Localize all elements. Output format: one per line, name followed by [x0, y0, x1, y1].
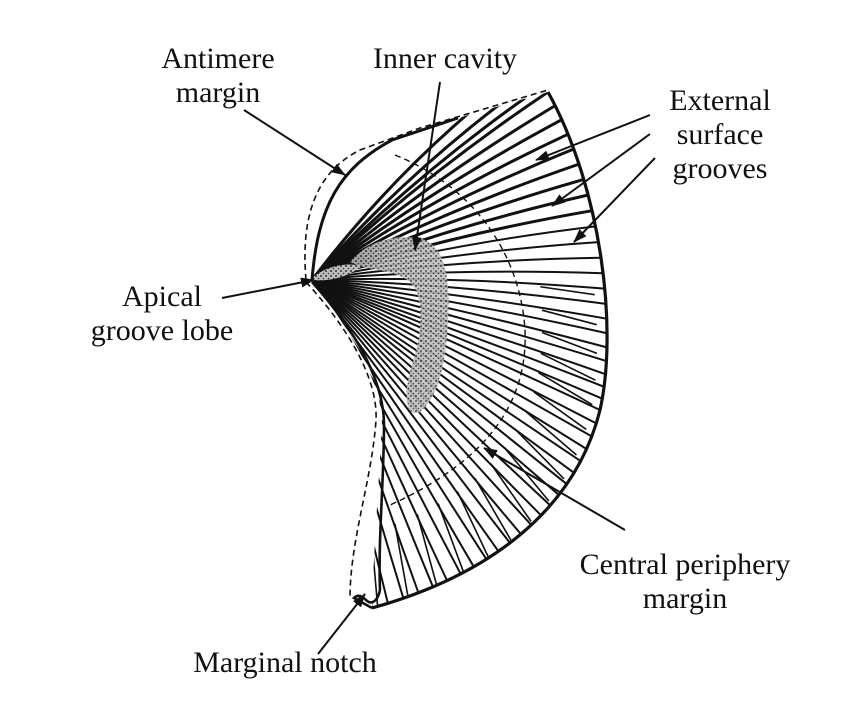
groove-line [312, 279, 608, 349]
groove-fork [533, 391, 587, 431]
groove-line [312, 279, 597, 425]
pointer-central [483, 447, 626, 531]
groove-fork [541, 309, 597, 326]
groove-line [312, 118, 563, 282]
groove-line [312, 270, 604, 281]
groove-line [312, 279, 606, 376]
pointer-external-2 [551, 133, 651, 207]
groove-line [312, 110, 471, 281]
groove-line [312, 279, 601, 411]
upper-margin-line [310, 116, 459, 281]
label-central-periphery-margin: Central periphery margin [579, 548, 791, 615]
antimere-margin-outline [304, 89, 549, 281]
groove-line [312, 162, 580, 282]
groove-line [312, 279, 608, 335]
groove-fork [456, 491, 490, 558]
groove-line [312, 104, 556, 282]
groove-fork [537, 371, 593, 406]
pointer-external-3 [573, 157, 656, 243]
label-external-surface-grooves: External surface grooves [669, 84, 771, 185]
groove-line [312, 147, 575, 282]
groove-line [312, 279, 607, 320]
pointer-apical [221, 277, 315, 299]
outer-margin [371, 91, 609, 610]
groove-fork [503, 447, 550, 502]
lower-margin-line [311, 281, 386, 591]
pointer-antimere [243, 109, 346, 176]
groove-line [312, 279, 605, 388]
pointer-notch [317, 593, 366, 655]
label-marginal-notch: Marginal notch [193, 646, 377, 679]
groove-line [312, 132, 569, 282]
groove-line [312, 102, 501, 281]
groove-fork [489, 463, 532, 522]
groove-fork [525, 411, 578, 456]
groove-line [312, 277, 605, 290]
pointer-external-1 [535, 114, 651, 161]
lower-margin-outline [305, 281, 377, 599]
pointer-inner-cavity [411, 81, 441, 251]
groove-fork [416, 514, 438, 587]
label-apical-groove-lobe: Apical groove lobe [90, 280, 234, 347]
groove-line [312, 279, 607, 305]
groove-fork [515, 429, 565, 480]
groove-fork [437, 503, 465, 573]
inner-cavity-region [350, 236, 449, 414]
groove-fork [541, 331, 598, 355]
apical-stipple [312, 264, 362, 281]
groove-fork [474, 477, 512, 541]
label-inner-cavity: Inner cavity [372, 42, 518, 75]
label-antimere-margin: Antimere margin [161, 42, 275, 109]
groove-line [312, 279, 607, 362]
groove-fork [540, 352, 596, 381]
central-periphery-margin-line [389, 154, 526, 506]
groove-line [312, 256, 602, 281]
groove-fork [394, 523, 410, 599]
groove-line [312, 279, 603, 400]
groove-fork [540, 285, 595, 296]
